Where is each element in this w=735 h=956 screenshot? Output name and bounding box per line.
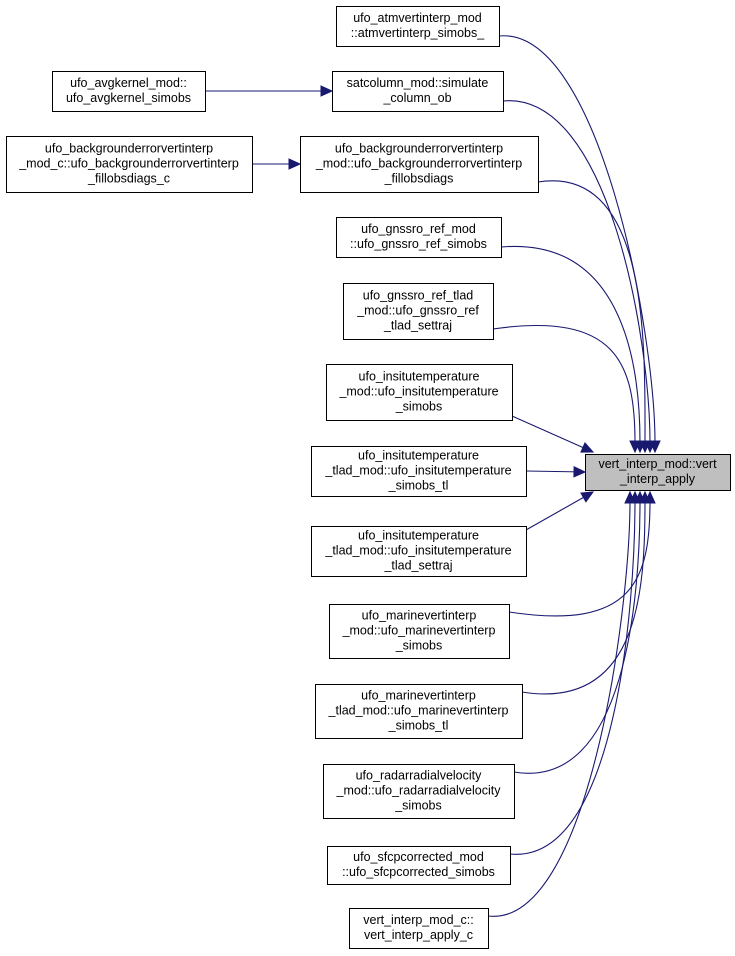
node-label-line: ufo_insitutemperature bbox=[358, 529, 479, 543]
node-insitutemperature-simobs[interactable]: ufo_insitutemperature_mod::ufo_insitutem… bbox=[326, 364, 513, 421]
arrowhead bbox=[629, 440, 641, 454]
node-box bbox=[349, 908, 489, 949]
node-simulate-column-ob[interactable]: satcolumn_mod::simulate_column_ob bbox=[332, 71, 504, 112]
node-box bbox=[326, 364, 513, 421]
node-label-line: _mod::ufo_gnssro_ref bbox=[356, 304, 479, 318]
node-gnssro-ref-simobs[interactable]: ufo_gnssro_ref_mod::ufo_gnssro_ref_simob… bbox=[336, 217, 502, 258]
node-label-line: _fillobsdiags bbox=[384, 172, 454, 186]
edge-gnssro-ref-simobs bbox=[500, 245, 641, 444]
node-box bbox=[585, 454, 731, 491]
node-label-line: _mod::ufo_marinevertinterp bbox=[342, 624, 496, 638]
node-label-line: _simobs bbox=[395, 400, 443, 414]
edge-marinevertinterp-simobs-tl bbox=[521, 500, 646, 695]
node-radarradialvelocity-simobs[interactable]: ufo_radarradialvelocity_mod::ufo_radarra… bbox=[323, 764, 515, 819]
node-box bbox=[6, 136, 253, 193]
node-marinevertinterp-simobs[interactable]: ufo_marinevertinterp_mod::ufo_marinevert… bbox=[329, 604, 510, 659]
node-fillobsdiags-c[interactable]: ufo_backgrounderrorvertinterp_mod_c::ufo… bbox=[6, 136, 253, 193]
node-label-line: _tlad_settraj bbox=[383, 559, 452, 573]
arrowhead bbox=[288, 158, 302, 170]
node-label-line: _mod_c::ufo_backgrounderrorvertinterp bbox=[18, 157, 239, 171]
edge-insitutemperature-simobs bbox=[511, 415, 594, 453]
node-label-line: ::ufo_sfcpcorrected_simobs bbox=[342, 865, 495, 879]
node-label-line: ufo_avgkernel_simobs bbox=[66, 91, 191, 105]
node-insitutemperature-tlad-settraj[interactable]: ufo_insitutemperature_tlad_mod::ufo_insi… bbox=[311, 526, 527, 577]
node-label-line: ufo_backgrounderrorvertinterp bbox=[335, 142, 503, 156]
node-label-line: _mod::ufo_insitutemperature bbox=[338, 385, 498, 399]
node-label-line: _tlad_settraj bbox=[383, 319, 452, 333]
node-label-line: ufo_avgkernel_mod:: bbox=[70, 76, 187, 90]
node-avgkernel-simobs[interactable]: ufo_avgkernel_mod::ufo_avgkernel_simobs bbox=[52, 71, 206, 112]
arrowhead bbox=[580, 491, 595, 503]
node-atmvertinterp-simobs[interactable]: ufo_atmvertinterp_mod::atmvertinterp_sim… bbox=[336, 6, 500, 47]
node-box bbox=[315, 684, 523, 739]
arrowhead bbox=[624, 490, 636, 504]
node-label-line: _simobs_tl bbox=[388, 719, 449, 733]
node-label-line: _tlad_mod::ufo_insitutemperature bbox=[324, 544, 511, 558]
node-box bbox=[311, 446, 527, 497]
node-label-line: ufo_radarradialvelocity bbox=[356, 769, 483, 783]
node-label-line: satcolumn_mod::simulate bbox=[347, 76, 489, 90]
nodes: vert_interp_mod::vert_interp_apply ufo_at… bbox=[6, 6, 731, 949]
node-box bbox=[343, 283, 494, 340]
edge-fillobsdiags bbox=[537, 180, 646, 444]
node-label-line: ufo_insitutemperature bbox=[359, 370, 480, 384]
edges bbox=[205, 35, 661, 917]
node-label-line: vert_interp_mod_c:: bbox=[363, 913, 473, 927]
node-label-line: _simobs bbox=[395, 639, 443, 653]
arrowhead bbox=[320, 85, 334, 97]
node-label-line: _mod::ufo_backgrounderrorvertinterp bbox=[315, 157, 522, 171]
node-label-line: _interp_apply bbox=[619, 472, 696, 486]
node-box bbox=[311, 526, 527, 577]
node-label-line: _simobs_tl bbox=[388, 479, 449, 493]
node-label-line: ufo_gnssro_ref_tlad bbox=[363, 289, 474, 303]
node-label-line: ::ufo_gnssro_ref_simobs bbox=[350, 237, 487, 251]
node-insitutemperature-simobs-tl[interactable]: ufo_insitutemperature_tlad_mod::ufo_insi… bbox=[311, 446, 527, 497]
node-label-line: vert_interp_mod::vert bbox=[598, 457, 717, 471]
node-box bbox=[336, 217, 502, 258]
node-label-line: vert_interp_apply_c bbox=[364, 928, 473, 942]
edge-simulate-column-ob bbox=[502, 100, 651, 444]
node-label-line: ::atmvertinterp_simobs_ bbox=[351, 26, 485, 40]
edge-gnssro-ref-tlad-settraj bbox=[492, 324, 636, 444]
node-box bbox=[323, 764, 515, 819]
node-box bbox=[336, 6, 500, 47]
node-label-line: _mod::ufo_radarradialvelocity bbox=[336, 784, 502, 798]
edge-insitutemperature-tlad-settraj bbox=[525, 491, 594, 531]
node-label-line: ufo_gnssro_ref_mod bbox=[361, 222, 476, 236]
edge-marinevertinterp-simobs bbox=[508, 500, 651, 617]
edge-radarradialvelocity-simobs bbox=[513, 500, 641, 774]
node-box bbox=[300, 136, 539, 193]
arrowhead bbox=[580, 442, 595, 453]
node-box bbox=[332, 71, 504, 112]
node-label-line: ufo_marinevertinterp bbox=[361, 689, 476, 703]
node-label-line: _fillobsdiags_c bbox=[87, 172, 170, 186]
node-label-line: ufo_marinevertinterp bbox=[362, 609, 477, 623]
edge-sfcpcorrected-simobs bbox=[509, 500, 636, 855]
node-label-line: ufo_sfcpcorrected_mod bbox=[353, 850, 484, 864]
arrowhead bbox=[573, 466, 587, 478]
node-gnssro-ref-tlad-settraj[interactable]: ufo_gnssro_ref_tlad_mod::ufo_gnssro_ref_… bbox=[343, 283, 494, 340]
node-label-line: ufo_insitutemperature bbox=[358, 449, 479, 463]
edge-vert-interp-apply-c bbox=[487, 500, 631, 917]
node-sfcpcorrected-simobs[interactable]: ufo_sfcpcorrected_mod::ufo_sfcpcorrected… bbox=[327, 846, 511, 885]
node-label-line: ufo_atmvertinterp_mod bbox=[353, 11, 482, 25]
node-box bbox=[329, 604, 510, 659]
node-vert-interp-apply[interactable]: vert_interp_mod::vert_interp_apply bbox=[585, 454, 731, 491]
node-label-line: _simobs bbox=[394, 799, 442, 813]
node-label-line: ufo_backgrounderrorvertinterp bbox=[45, 142, 213, 156]
node-label-line: _tlad_mod::ufo_marinevertinterp bbox=[328, 704, 509, 718]
node-box bbox=[327, 846, 511, 885]
node-marinevertinterp-simobs-tl[interactable]: ufo_marinevertinterp_tlad_mod::ufo_marin… bbox=[315, 684, 523, 739]
node-fillobsdiags[interactable]: ufo_backgrounderrorvertinterp_mod::ufo_b… bbox=[300, 136, 539, 193]
node-label-line: _tlad_mod::ufo_insitutemperature bbox=[324, 464, 511, 478]
node-box bbox=[52, 71, 206, 112]
node-vert-interp-apply-c[interactable]: vert_interp_mod_c::vert_interp_apply_c bbox=[349, 908, 489, 949]
node-label-line: _column_ob bbox=[382, 91, 451, 105]
edge-atmvertinterp-simobs bbox=[498, 35, 656, 444]
